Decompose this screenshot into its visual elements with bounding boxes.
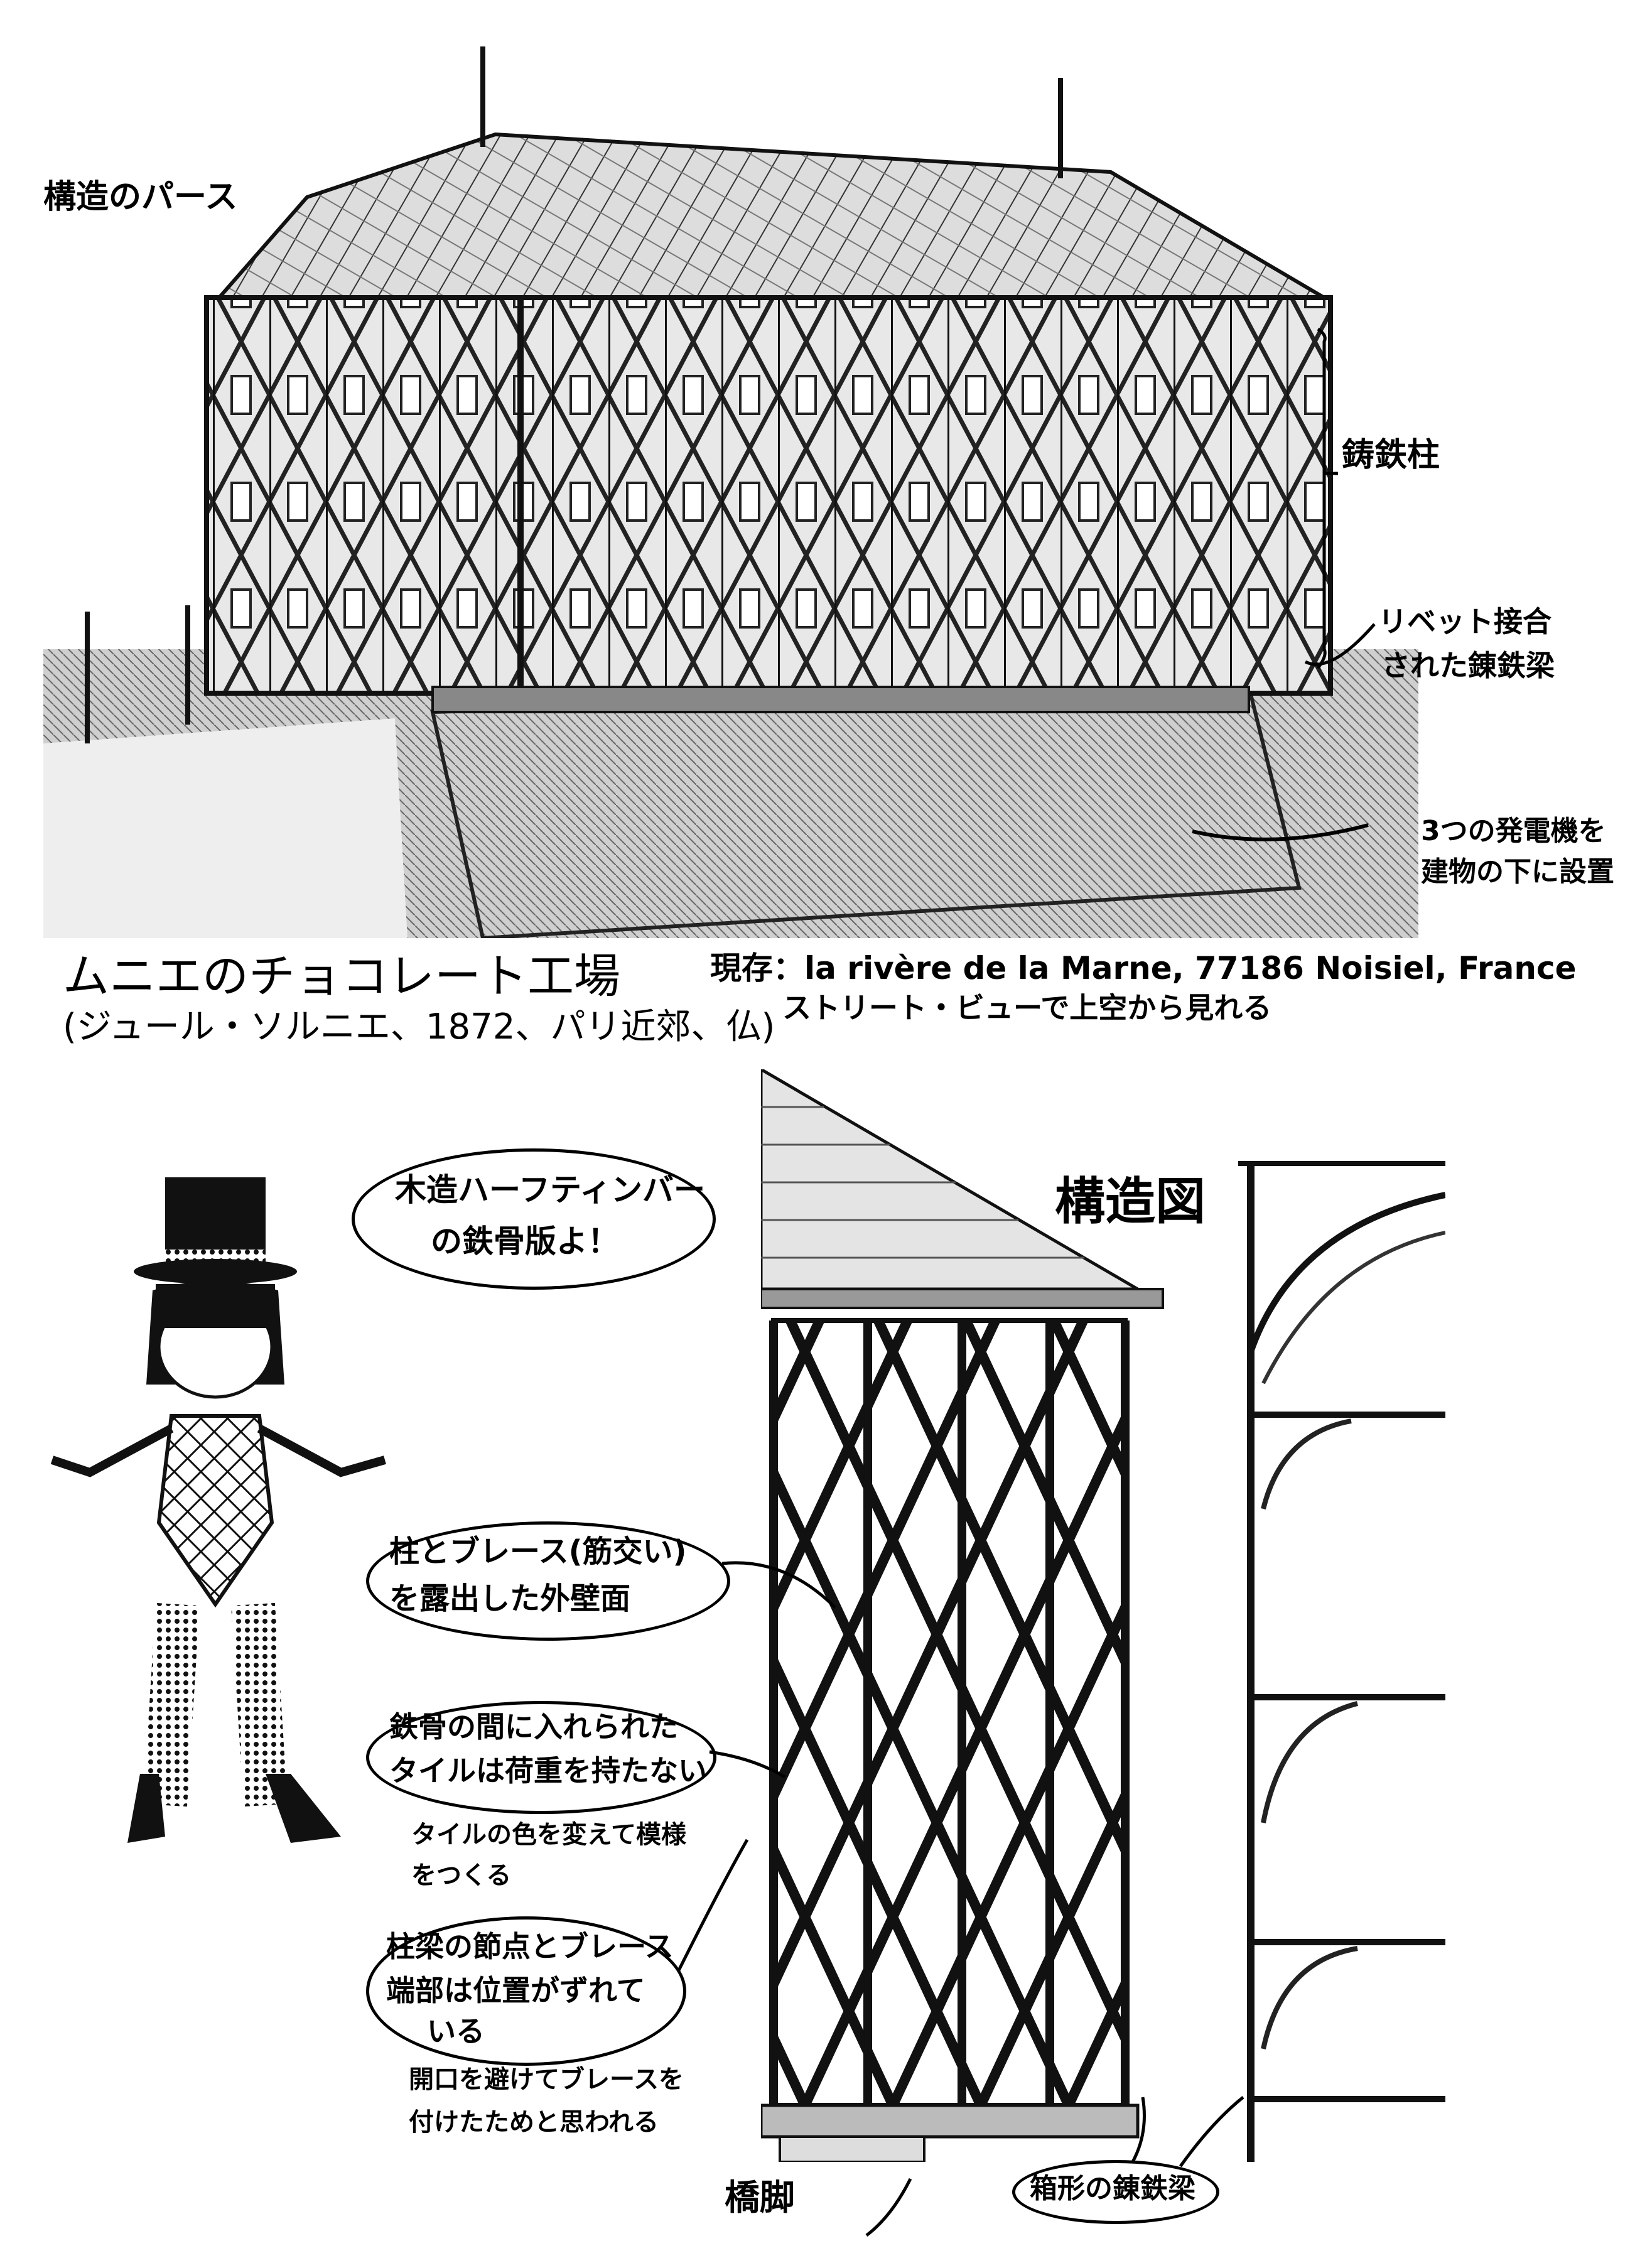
perspective-label: 構造のパース (43, 178, 238, 216)
note3-sub-line2: 付けたためと思われる (409, 2108, 659, 2137)
riveted-beam-label-line2: された錬鉄梁 (1381, 649, 1555, 683)
factory-perspective-illustration (43, 46, 1418, 938)
note3-line3: いる (427, 2014, 485, 2048)
note2-line1: 鉄骨の間に入れられた (389, 1710, 678, 1744)
note2-sub-line2: をつくる (411, 1861, 512, 1890)
speech-bubble (352, 1148, 716, 1290)
box-beam-bubble (1012, 2160, 1219, 2224)
factory-subtitle: (ジュール・ソルニエ、1872、パリ近郊、仏) (63, 1007, 775, 1047)
pier-label: 橋脚 (725, 2178, 795, 2218)
speech-line2: の鉄骨版よ！ (431, 1223, 619, 1260)
generators-label-line1: 3つの発電機を (1421, 815, 1606, 847)
note-bubble-joint-offset (366, 1916, 686, 2066)
structure-diagram-label: 構造図 (1055, 1172, 1206, 1231)
note3-line1: 柱梁の節点とブレース (386, 1930, 674, 1963)
cast-iron-columns-label: 鋳鉄柱 (1342, 436, 1440, 474)
generators-label-line2: 建物の下に設置 (1421, 856, 1614, 888)
note2-sub-line1: タイルの色を変えて模様 (411, 1820, 686, 1849)
box-beam-label: 箱形の錬鉄梁 (1030, 2173, 1195, 2205)
note2-line2: タイルは荷重を持たない (389, 1754, 707, 1788)
riveted-beam-label-line1: リベット接合 (1378, 605, 1551, 639)
note3-line2: 端部は位置がずれて (386, 1974, 645, 2007)
note3-sub-line1: 開口を避けてブレースを (409, 2065, 684, 2094)
factory-title: ムニエのチョコレート工場 (63, 949, 620, 1003)
speech-line1: 木造ハーフティンバー (395, 1172, 705, 1208)
character-illustration (50, 1177, 386, 1843)
location-line2: ストリート・ビューで上空から見れる (782, 991, 1272, 1025)
note-bubble-exposed-wall (366, 1521, 730, 1641)
note1-line1: 柱とブレース(筋交い) (389, 1534, 687, 1569)
structure-drawing (761, 1069, 1445, 2162)
note-bubble-tiles (366, 1701, 716, 1814)
location-line1: 現存：la rivère de la Marne, 77186 Noisiel,… (710, 950, 1577, 986)
note1-line2: を露出した外壁面 (389, 1581, 631, 1616)
